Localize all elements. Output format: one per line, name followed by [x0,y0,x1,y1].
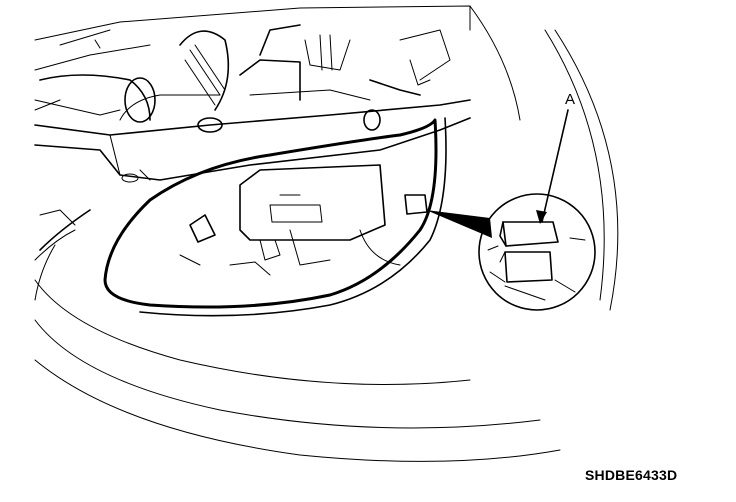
engine-bay-parts [179,24,451,133]
radiator-support [34,94,471,183]
air-intake [34,39,156,123]
callout-a: A [536,91,575,224]
interior-components [179,164,428,276]
bumper-outline [34,209,561,462]
headlight-opening [103,117,447,317]
hood-outline [34,5,619,311]
detail-circle [478,193,596,311]
detail-pointer [426,210,492,238]
callout-label: A [565,91,575,108]
figure-code: SHDBE6433D [585,467,678,483]
